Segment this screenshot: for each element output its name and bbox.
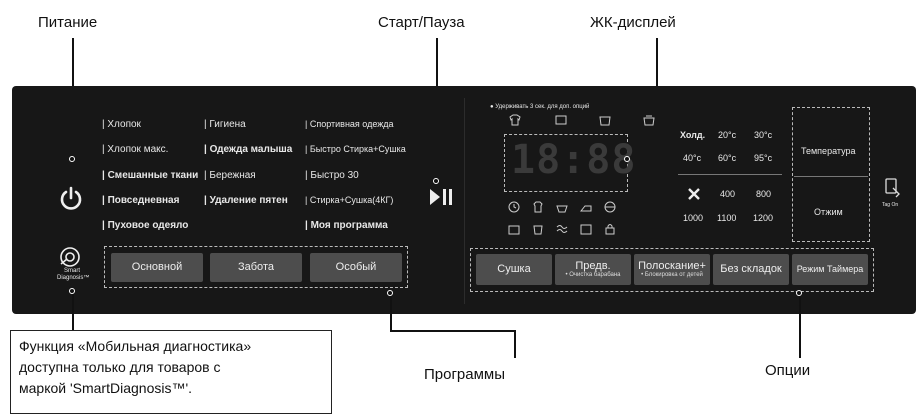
blanket-icon [555, 115, 567, 125]
program-item[interactable]: | Повседневная [102, 195, 180, 206]
tag-on-label: Tag On [882, 202, 899, 208]
lcd-callout: ЖК-дисплей [590, 14, 676, 31]
option-buttons-group [470, 248, 874, 292]
program-item[interactable]: | Смешанные ткани [102, 170, 199, 181]
program-item[interactable]: | Стирка+Сушка(4КГ) [305, 195, 394, 205]
program-button-special[interactable]: Особый [310, 253, 402, 282]
spin-1200[interactable]: 1200 [753, 213, 774, 223]
power-icon[interactable] [58, 185, 84, 216]
spin-800[interactable]: 800 [756, 189, 772, 199]
option-buttons-right-group [792, 107, 870, 242]
note-line-1: Функция «Мобильная диагностика» [19, 338, 252, 354]
lcd-hint: ● Удерживать 3 сек. для доп. опций [490, 104, 590, 110]
program-item[interactable]: | Быстро Стирка+Сушка [305, 144, 406, 154]
lcd-digits: 18:88 [511, 137, 637, 183]
tag-on-icon[interactable] [884, 178, 902, 203]
program-item[interactable]: | Хлопок [102, 119, 141, 130]
program-button-care[interactable]: Забота [210, 253, 302, 282]
cup-icon [533, 225, 543, 235]
program-item[interactable]: | Хлопок макс. [102, 144, 169, 155]
program-item[interactable]: | Бережная [204, 170, 256, 181]
lcd-display [504, 134, 628, 192]
option-button-no-wrinkles[interactable]: Без складок [713, 254, 789, 285]
program-item[interactable]: | Спортивная одежда [305, 119, 394, 129]
option-button-dry[interactable]: Сушка [476, 254, 552, 285]
option-button-prewash[interactable]: Предв.• Очистка барабана [555, 254, 631, 285]
clock-icon [508, 201, 520, 213]
spin-400[interactable]: 400 [720, 189, 736, 199]
wash-icon [643, 115, 655, 126]
program-button-basic[interactable]: Основной [111, 253, 203, 282]
shirt-icon [509, 114, 521, 126]
temp-95[interactable]: 95°с [754, 153, 773, 163]
note-line-3: маркой 'SmartDiagnosis™'. [19, 380, 193, 396]
spin-1100[interactable]: 1100 [717, 213, 737, 223]
drum-icon [604, 201, 616, 213]
program-item[interactable]: | Быстро 30 [305, 170, 359, 181]
control-panel: Smart Diagnosis™ | Хлопок | Хлопок макс.… [12, 86, 916, 314]
smart-diagnosis-icon[interactable] [58, 246, 82, 273]
temp-cold[interactable]: Холд. [680, 130, 706, 140]
temp-30[interactable]: 30°с [754, 130, 773, 140]
temp-20[interactable]: 20°с [718, 130, 737, 140]
smart-diagnosis-label-2: Diagnosis™ [57, 275, 90, 281]
program-item[interactable]: | Гигиена [204, 119, 246, 130]
start-pause-icon[interactable] [428, 187, 454, 212]
steam-icon [508, 225, 520, 235]
start-pause-callout: Старт/Пауза [378, 14, 465, 31]
programs-callout: Программы [424, 366, 506, 383]
iron-icon [580, 205, 592, 212]
program-item[interactable]: | Одежда малыша [204, 144, 293, 155]
options-callout: Опции [765, 362, 811, 379]
note-line-2: доступна только для товаров с [19, 359, 221, 375]
no-spin-icon[interactable] [688, 187, 700, 205]
temperature-button[interactable]: Температура [801, 146, 856, 156]
power-callout: Питание [38, 14, 98, 31]
shirt-small-icon [533, 201, 543, 213]
wave-icon [556, 225, 568, 233]
temp-60[interactable]: 60°с [718, 153, 737, 163]
spin-1000[interactable]: 1000 [683, 213, 704, 223]
towel-icon [580, 224, 592, 235]
smart-diagnosis-label-1: Smart [64, 268, 81, 274]
tub-icon [599, 116, 611, 126]
temp-40[interactable]: 40°с [683, 153, 702, 163]
lock-icon [605, 224, 615, 235]
option-button-rinse-plus[interactable]: Полоскание+• Блокировка от детей [634, 254, 710, 285]
program-item[interactable]: | Пуховое одеяло [102, 220, 189, 231]
option-button-timer[interactable]: Режим Таймера [792, 254, 868, 285]
spin-button[interactable]: Отжим [814, 207, 843, 217]
smart-diagnosis-note: Функция «Мобильная диагностика» доступна… [10, 330, 332, 414]
program-item[interactable]: | Удаление пятен [204, 195, 288, 206]
program-item[interactable]: | Моя программа [305, 220, 388, 231]
basin-icon [556, 205, 568, 213]
program-buttons-group [104, 246, 408, 288]
